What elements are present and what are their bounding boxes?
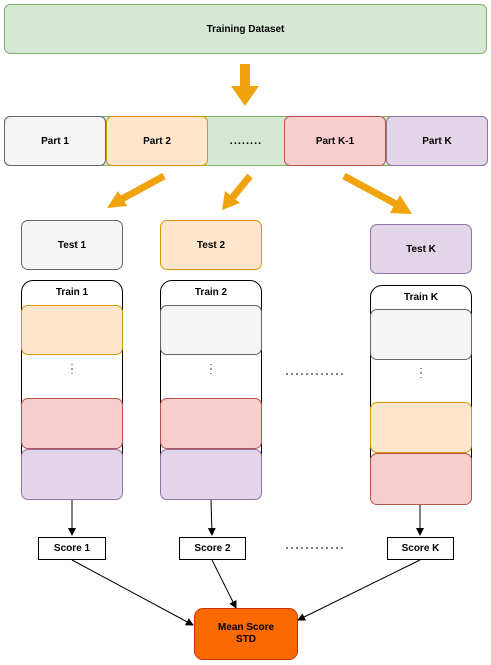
score-1-to-result [71, 559, 194, 626]
score-2-label: Score 2 [194, 543, 231, 554]
train-2-ellipsis: :: [209, 361, 213, 376]
train-k-label: Train K [404, 291, 438, 303]
fold-2-arrow [222, 173, 253, 210]
mean-score-label: Mean Score [217, 622, 275, 633]
train-1-part-k-minus-1 [21, 398, 123, 449]
score-2-to-result [211, 559, 237, 609]
score-k-to-result [297, 559, 421, 621]
train-2-to-score-2 [207, 499, 216, 536]
dataset-down-arrow [231, 64, 259, 106]
train-1-part-2 [21, 305, 123, 355]
train-2-part-k [160, 449, 262, 500]
train-k-part-1 [370, 309, 472, 360]
test-1-box: Test 1 [21, 220, 123, 270]
score-k-box: Score K [387, 537, 454, 560]
mean-score-std-box: Mean Score STD [194, 608, 298, 660]
test-k-label: Test K [406, 243, 436, 255]
score-k-label: Score K [401, 543, 440, 554]
part-k-label: Part K [422, 135, 452, 147]
score-1-label: Score 1 [53, 543, 91, 554]
part-2-box: Part 2 [106, 116, 208, 166]
train-2-part-1 [160, 305, 262, 355]
parts-ellipsis-text: ........ [229, 135, 263, 147]
part-k-minus-1-label: Part K-1 [315, 135, 355, 147]
train-2-part-k-minus-1 [160, 398, 262, 449]
part-2-label: Part 2 [143, 135, 171, 147]
part-k-minus-1-box: Part K-1 [284, 116, 386, 166]
fold-k-arrow [342, 172, 412, 214]
part-1-label: Part 1 [41, 135, 69, 147]
train-k-ellipsis: :: [419, 365, 423, 380]
test-k-box: Test K [370, 224, 472, 274]
train-k-part-2 [370, 402, 472, 453]
score-2-box: Score 2 [179, 537, 246, 560]
train-2-label: Train 2 [194, 286, 228, 298]
train-k-part-k-minus-1 [370, 453, 472, 505]
test-2-box: Test 2 [160, 220, 262, 270]
training-dataset-label: Training Dataset [206, 23, 285, 35]
train-1-label: Train 1 [55, 286, 89, 298]
score-1-box: Score 1 [38, 537, 106, 560]
test-2-label: Test 2 [196, 239, 226, 251]
train-1-ellipsis: :: [70, 361, 74, 376]
test-1-label: Test 1 [57, 239, 87, 251]
part-k-box: Part K [386, 116, 488, 166]
training-dataset-box: Training Dataset [4, 4, 487, 54]
parts-ellipsis: ........ [208, 116, 284, 166]
train-1-part-k [21, 449, 123, 500]
part-1-box: Part 1 [4, 116, 106, 166]
fold-1-arrow [107, 172, 166, 208]
std-label: STD [236, 634, 256, 645]
